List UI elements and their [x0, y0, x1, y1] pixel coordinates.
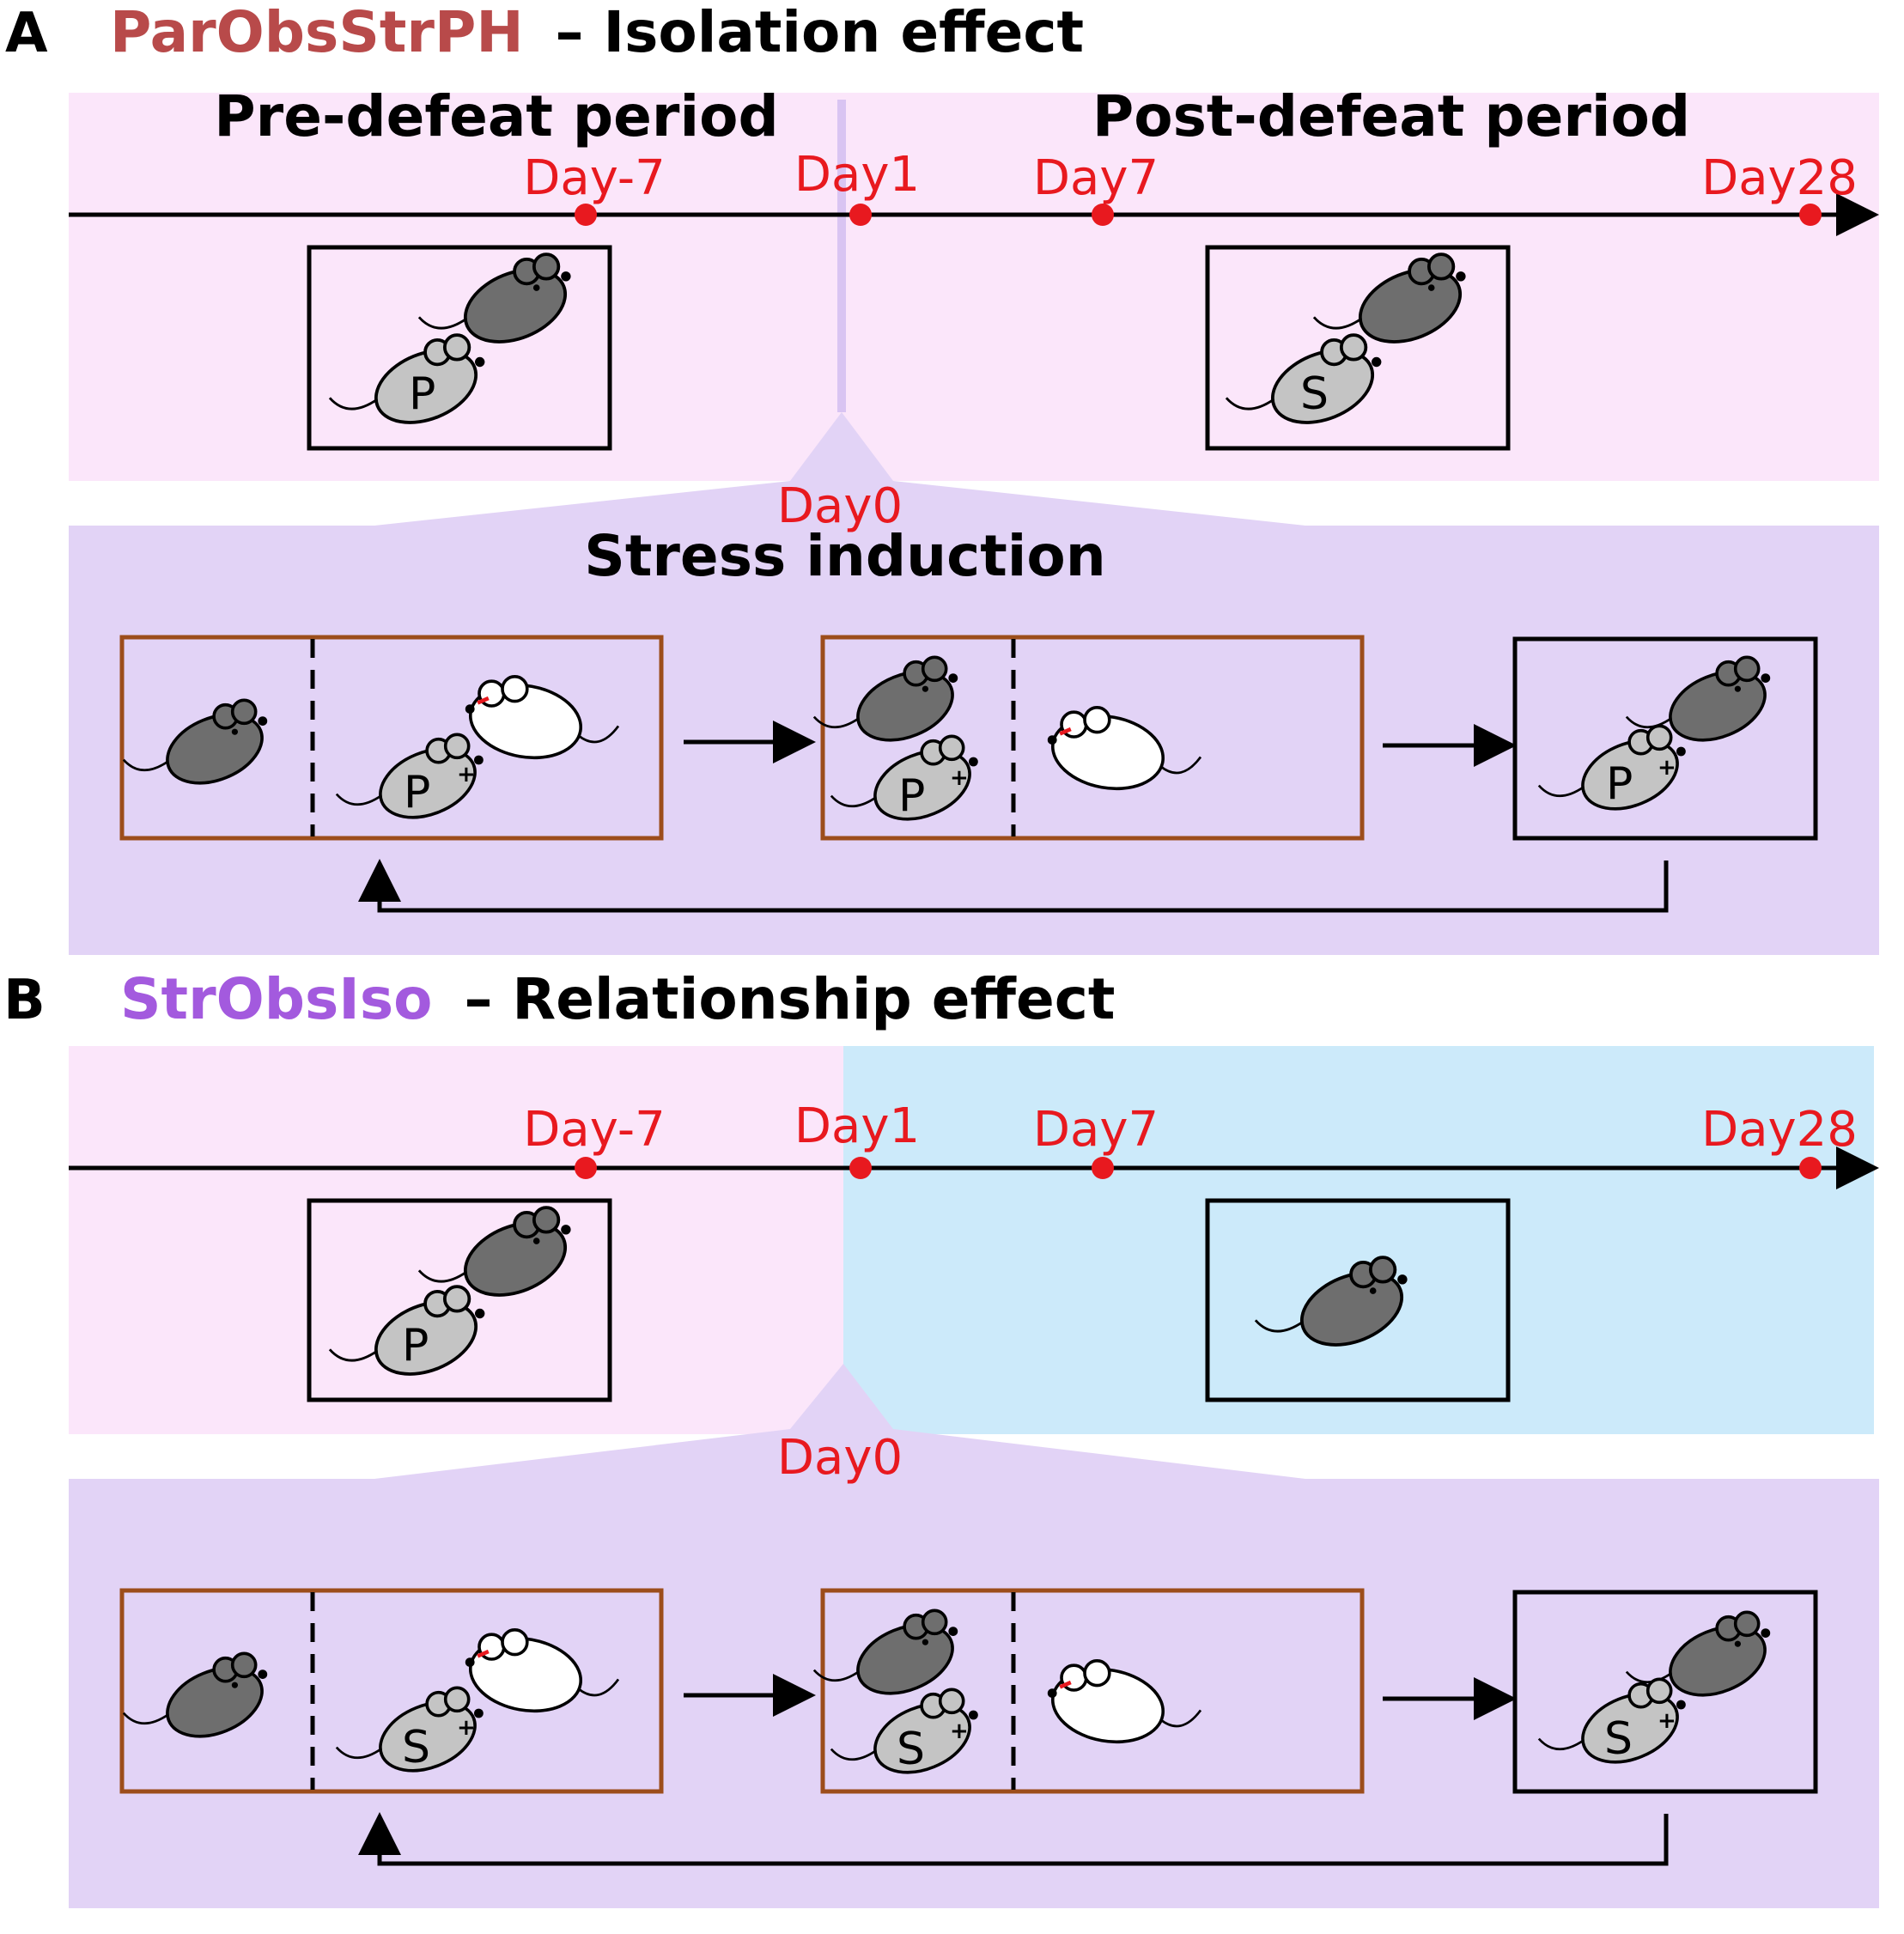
panel-b-letter: B	[3, 969, 46, 1032]
panel-a-post-cage	[1205, 245, 1511, 451]
panel-a-post-stranger-letter: S	[1300, 368, 1329, 420]
panel-b-pre-background	[69, 1046, 843, 1434]
panel-a-day7-marker	[1092, 204, 1114, 226]
panel-a-day28-marker	[1799, 204, 1822, 226]
panel-a-day0-label: Day0	[777, 478, 903, 534]
panel-a-experiment-name: ParObsStrPH	[110, 0, 524, 65]
panel-a-day-minus7-marker	[575, 204, 597, 226]
panel-b-day1-marker	[849, 1157, 872, 1179]
panel-a-day-minus7-label: Day-7	[523, 150, 665, 206]
panel-b-experiment-name: StrObsIso	[120, 966, 432, 1032]
panel-a-post-background	[842, 93, 1879, 481]
panel-b: B StrObsIso – Relationship effect Day-7 …	[3, 966, 1879, 1908]
panel-a-zoom-wedge	[374, 412, 1305, 526]
panel-b-title: StrObsIso – Relationship effect	[120, 966, 1115, 1032]
panel-a-letter: A	[5, 2, 48, 65]
panel-b-pre-partner-letter: P	[402, 1320, 429, 1371]
panel-b-day7-label: Day7	[1033, 1102, 1159, 1158]
panel-a-cage3-mark: +	[1658, 755, 1676, 781]
panel-b-day28-marker	[1799, 1157, 1822, 1179]
panel-b-cage3-stranger-letter: S	[1604, 1713, 1633, 1765]
panel-a-stress-cage-2	[820, 635, 1365, 841]
panel-a-subtitle: – Isolation effect	[556, 0, 1084, 65]
panel-a-title: ParObsStrPH – Isolation effect	[110, 0, 1084, 65]
panel-b-cage2-stranger-letter: S	[897, 1724, 925, 1775]
panel-a-cage1-mark: +	[457, 762, 476, 788]
panel-b-day7-marker	[1092, 1157, 1114, 1179]
panel-a-pre-period-label: Pre-defeat period	[214, 83, 778, 149]
panel-b-pre-cage	[307, 1198, 612, 1402]
panel-b-day0-label: Day0	[777, 1430, 903, 1486]
panel-a-cage2-mark: +	[950, 765, 969, 791]
panel-a-cage3-partner-letter: P	[1606, 758, 1633, 810]
panel-b-stress-cage-3	[1512, 1590, 1818, 1794]
panel-a-stress-cage-3	[1512, 636, 1818, 841]
panel-b-day-minus7-marker	[575, 1157, 597, 1179]
panel-a-pre-partner-letter: P	[409, 368, 435, 420]
panel-a-stress-cage-1	[119, 635, 664, 841]
panel-a-repeat-loop-arrow	[358, 859, 1669, 913]
panel-b-repeat-loop-arrow	[358, 1812, 1669, 1866]
panel-b-day1-label: Day1	[794, 1098, 920, 1154]
panel-a-cage2-partner-letter: P	[898, 770, 925, 822]
panel-b-zoom-wedge	[374, 1364, 1305, 1479]
panel-a-stress-background	[69, 526, 1879, 955]
panel-a-pre-background	[69, 93, 842, 481]
panel-a-day1-marker	[849, 204, 872, 226]
panel-b-subtitle: – Relationship effect	[464, 966, 1115, 1032]
panel-b-stress-cage-2	[820, 1588, 1365, 1794]
panel-b-day-minus7-label: Day-7	[523, 1102, 665, 1158]
panel-b-stress-background	[69, 1479, 1879, 1908]
panel-b-post-cage	[1205, 1198, 1511, 1402]
panel-a-day28-label: Day28	[1701, 150, 1858, 206]
panel-a: A ParObsStrPH – Isolation effect Pre-def…	[5, 0, 1879, 955]
panel-b-cage2-mark: +	[950, 1718, 969, 1744]
panel-a-cage1-partner-letter: P	[404, 767, 430, 818]
panel-a-stress-title: Stress induction	[584, 523, 1105, 589]
panel-a-day1-label: Day1	[794, 147, 920, 203]
panel-a-day7-label: Day7	[1033, 150, 1159, 206]
panel-b-stress-cage-1	[119, 1588, 664, 1794]
panel-b-cage1-mark: +	[457, 1715, 476, 1741]
panel-a-pre-cage	[307, 245, 612, 451]
panel-a-post-period-label: Post-defeat period	[1092, 83, 1690, 149]
panel-b-day28-label: Day28	[1701, 1102, 1858, 1158]
panel-b-post-background	[843, 1046, 1874, 1434]
panel-b-cage1-stranger-letter: S	[402, 1722, 430, 1773]
panel-b-cage3-mark: +	[1658, 1708, 1676, 1734]
